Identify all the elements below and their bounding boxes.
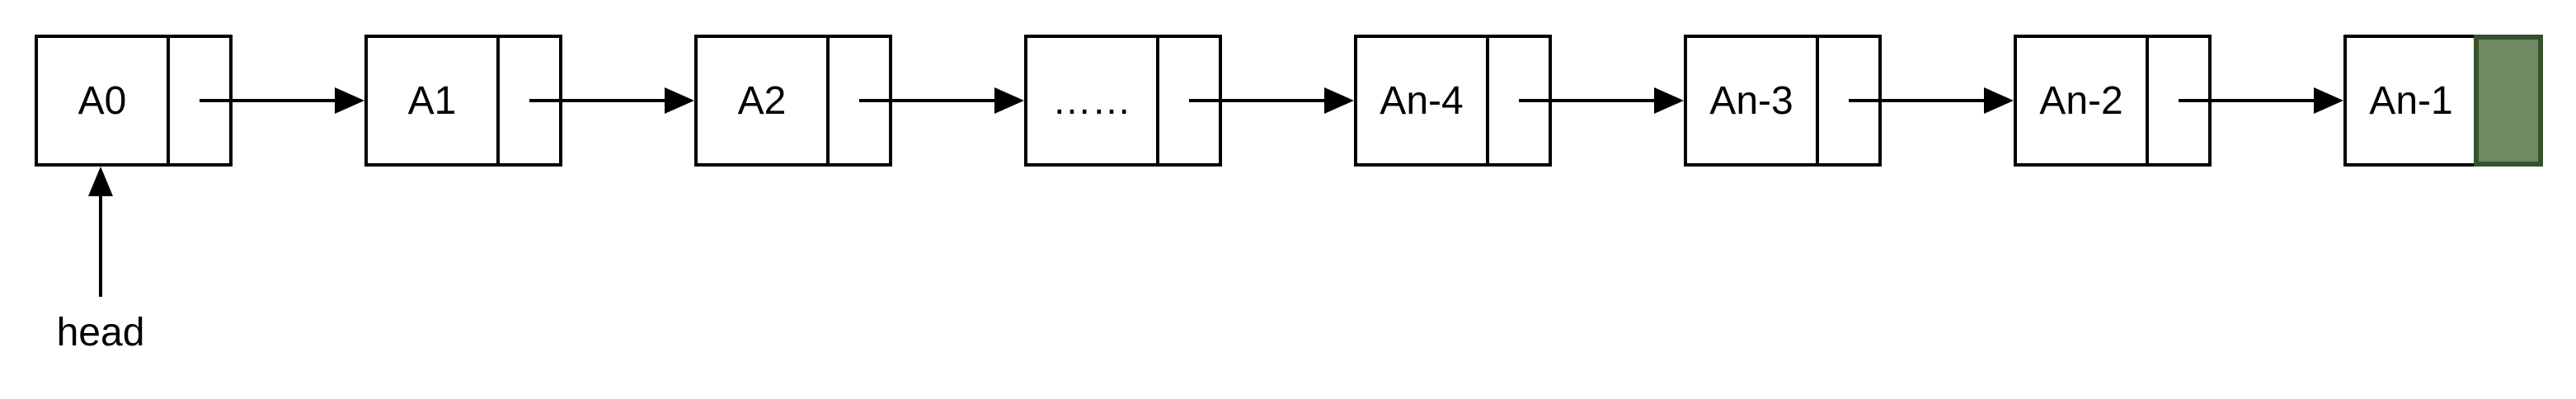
node-label: A1 — [407, 78, 457, 123]
arrow-shaft — [859, 99, 999, 102]
list-node-an2: An-2 — [2014, 35, 2212, 167]
arrowhead-right-icon — [335, 87, 364, 114]
arrow-shaft — [200, 99, 340, 102]
next-pointer-arrow — [1519, 87, 1684, 114]
next-pointer-arrow — [1189, 87, 1354, 114]
arrowhead-up-icon — [88, 167, 113, 196]
node-label: A0 — [78, 78, 127, 123]
arrowhead-right-icon — [665, 87, 694, 114]
node-data-cell: An-3 — [1684, 35, 1819, 167]
node-data-cell: …… — [1024, 35, 1159, 167]
node-label: …… — [1052, 78, 1131, 123]
arrowhead-right-icon — [1324, 87, 1354, 114]
arrowhead-right-icon — [1654, 87, 1684, 114]
head-label: head — [56, 311, 145, 354]
arrow-shaft — [1189, 99, 1329, 102]
next-pointer-arrow — [859, 87, 1024, 114]
node-label: An-3 — [1709, 78, 1793, 123]
node-data-cell: An-2 — [2014, 35, 2149, 167]
node-data-cell: An-1 — [2343, 35, 2479, 167]
node-label: An-1 — [2369, 78, 2453, 123]
node-data-cell: A0 — [35, 35, 170, 167]
arrow-shaft — [1849, 99, 1989, 102]
head-arrow-shaft — [99, 191, 102, 297]
list-node-a2: A2 — [694, 35, 892, 167]
node-label: An-4 — [1380, 78, 1464, 123]
list-node-an1: An-1 — [2343, 35, 2543, 167]
node-data-cell: A1 — [364, 35, 500, 167]
arrowhead-right-icon — [1984, 87, 2014, 114]
next-pointer-arrow — [200, 87, 364, 114]
node-label: A2 — [737, 78, 787, 123]
node-data-cell: A2 — [694, 35, 830, 167]
arrow-shaft — [2179, 99, 2319, 102]
next-pointer-arrow — [1849, 87, 2014, 114]
node-label: An-2 — [2039, 78, 2123, 123]
null-terminator-cell — [2474, 35, 2543, 167]
arrowhead-right-icon — [2314, 87, 2343, 114]
list-node-a1: A1 — [364, 35, 562, 167]
node-data-cell: An-4 — [1354, 35, 1489, 167]
next-pointer-arrow — [529, 87, 694, 114]
arrow-shaft — [1519, 99, 1659, 102]
next-pointer-arrow — [2179, 87, 2343, 114]
arrow-shaft — [529, 99, 670, 102]
arrowhead-right-icon — [994, 87, 1024, 114]
